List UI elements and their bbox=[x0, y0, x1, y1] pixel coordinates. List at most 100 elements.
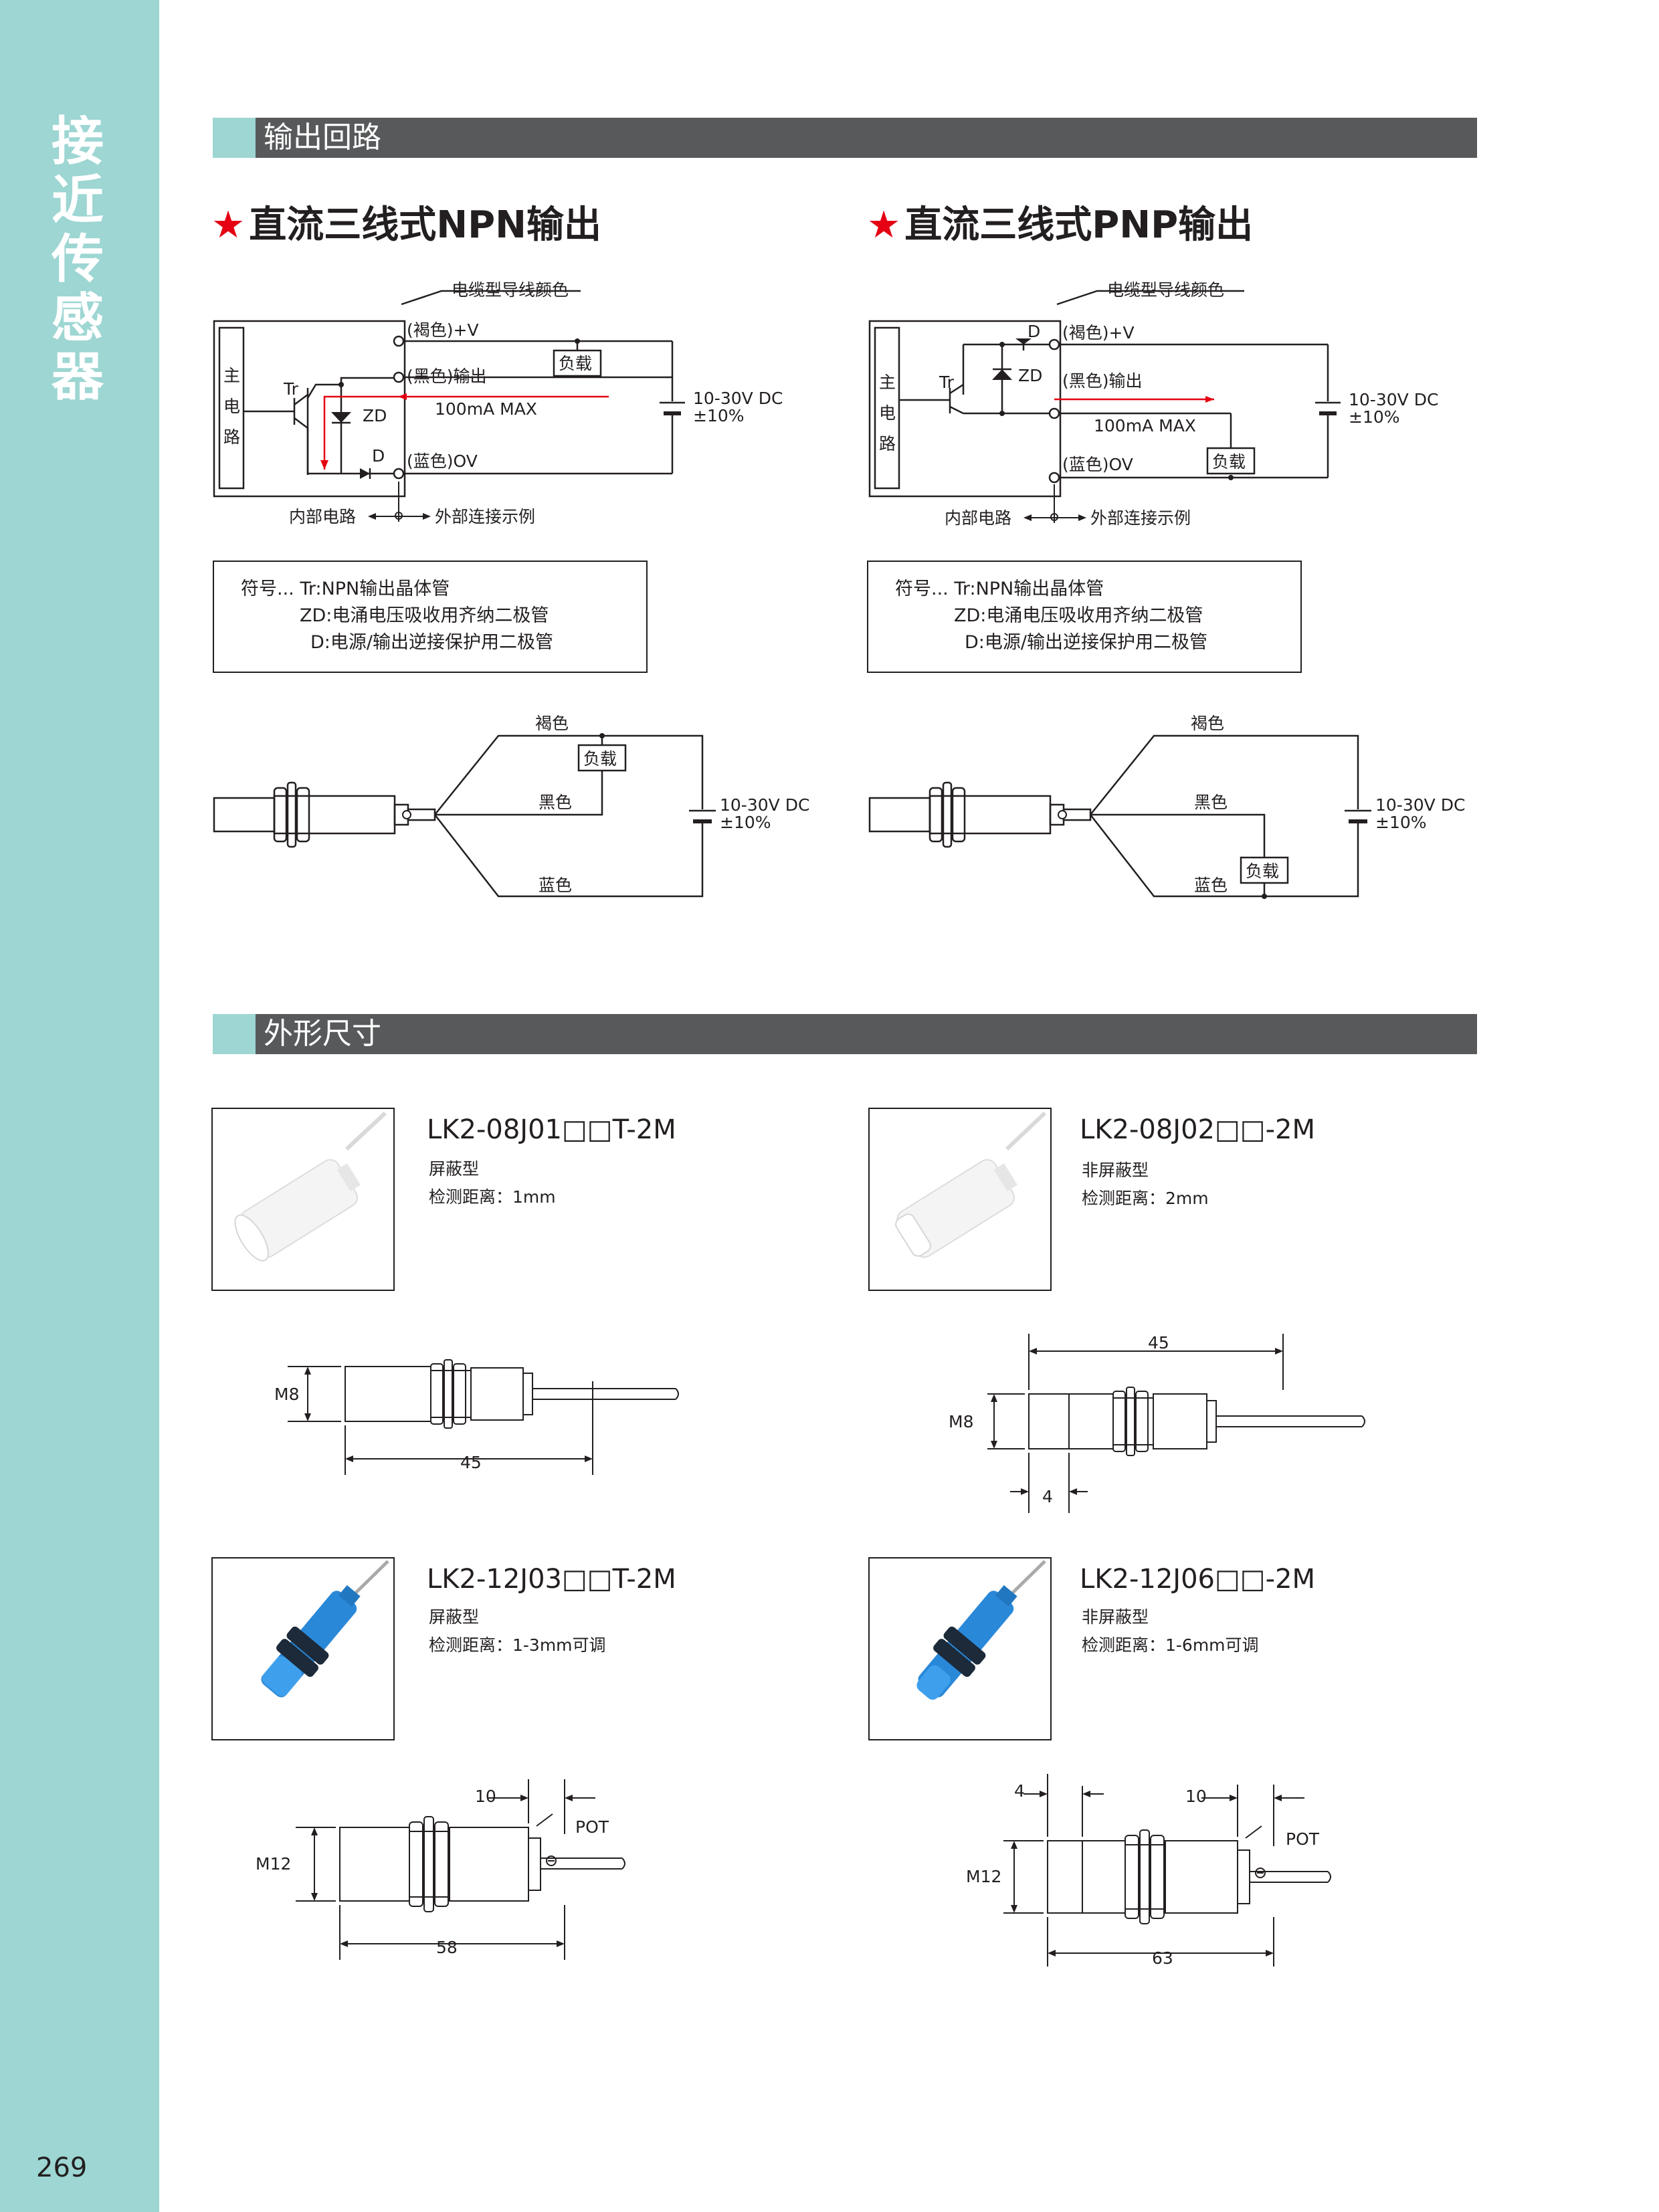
wire-color-caption: 电缆型导线颜色 bbox=[1107, 281, 1224, 300]
wire-tolerance-label: ±10% bbox=[720, 813, 771, 832]
wire-voltage-label: 10-30V DC bbox=[1375, 795, 1465, 815]
npn-heading-text: 直流三线式NPN输出 bbox=[249, 203, 601, 247]
sensor-blue-image bbox=[261, 1560, 389, 1698]
wire-voltage-label: 10-30V DC bbox=[720, 795, 809, 815]
legend-line: ZD:电涌电压吸收用齐纳二极管 bbox=[954, 605, 1203, 626]
label-main-circuit: 电 bbox=[879, 403, 896, 423]
section-bar-dimensions: 外形尺寸 bbox=[213, 1014, 1477, 1054]
wire-blue-label: 蓝色 bbox=[1194, 876, 1228, 895]
legend-line: ZD:电涌电压吸收用齐纳二极管 bbox=[300, 605, 549, 626]
label-main-circuit: 主 bbox=[879, 373, 896, 392]
label-d: D bbox=[372, 446, 385, 466]
npn-legend-box: 符号... Tr:NPN输出晶体管 ZD:电涌电压吸收用齐纳二极管 D:电源/输… bbox=[213, 561, 648, 673]
wire-blue-label: 蓝色 bbox=[539, 876, 572, 895]
label-blue-0v: (蓝色)OV bbox=[1062, 455, 1133, 474]
product-model: LK2-12J06□□-2M bbox=[1080, 1564, 1315, 1595]
label-black-out: (黑色)输出 bbox=[407, 367, 487, 386]
label-black-out: (黑色)输出 bbox=[1062, 371, 1143, 391]
label-main-circuit: 主 bbox=[223, 366, 240, 385]
pnp-heading: ★直流三线式PNP输出 bbox=[867, 202, 1253, 249]
product-range: 检测距离：1-3mm可调 bbox=[429, 1635, 606, 1655]
sidebar-title-char: 接 bbox=[51, 112, 104, 172]
label-main-circuit: 电 bbox=[223, 397, 240, 416]
section-accent bbox=[213, 118, 256, 158]
product-photo bbox=[211, 1557, 395, 1740]
wire-load-label: 负载 bbox=[1246, 862, 1279, 881]
product-photo bbox=[211, 1108, 395, 1291]
label-tr: Tr bbox=[283, 379, 299, 399]
dim-label: M12 bbox=[966, 1867, 1001, 1886]
npn-schematic: 电缆型导线颜色 (褐色)+V (黑色)输出 (蓝色)OV 负载 100mA MA… bbox=[213, 281, 783, 526]
label-current: 100mA MAX bbox=[1094, 416, 1196, 435]
product-range: 检测距离：1mm bbox=[429, 1187, 556, 1207]
pnp-heading-text: 直流三线式PNP输出 bbox=[904, 203, 1254, 247]
sidebar-title-char: 器 bbox=[51, 347, 104, 407]
sidebar-title-char: 感 bbox=[51, 288, 104, 348]
product-type: 屏蔽型 bbox=[429, 1607, 480, 1627]
dim-label: 45 bbox=[1148, 1333, 1169, 1352]
legend-line: D:电源/输出逆接保护用二极管 bbox=[310, 632, 553, 653]
label-voltage: 10-30V DC bbox=[1349, 390, 1438, 409]
wire-load-label: 负载 bbox=[583, 749, 617, 769]
dim-label: 58 bbox=[436, 1938, 458, 1957]
dim-label: M8 bbox=[274, 1385, 299, 1404]
label-current: 100mA MAX bbox=[435, 399, 537, 419]
section-title: 外形尺寸 bbox=[264, 1017, 381, 1051]
label-zd: ZD bbox=[1018, 366, 1042, 385]
product-range: 检测距离：2mm bbox=[1082, 1189, 1209, 1208]
dim-label: POT bbox=[575, 1817, 609, 1837]
sidebar: 接 近 传 感 器 bbox=[0, 0, 159, 2212]
label-d: D bbox=[1028, 322, 1040, 341]
dim-label: 4 bbox=[1014, 1781, 1025, 1801]
dim-label: 45 bbox=[460, 1453, 482, 1472]
product-photo bbox=[868, 1108, 1052, 1291]
dim-label: M12 bbox=[256, 1854, 291, 1874]
sidebar-title: 接 近 传 感 器 bbox=[51, 112, 104, 407]
label-tolerance: ±10% bbox=[693, 406, 745, 425]
product-type: 非屏蔽型 bbox=[1082, 1161, 1149, 1180]
label-tolerance: ±10% bbox=[1349, 407, 1400, 427]
label-main-circuit: 路 bbox=[879, 434, 896, 454]
wire-tolerance-label: ±10% bbox=[1375, 813, 1427, 832]
label-load: 负载 bbox=[559, 354, 592, 373]
section-title: 输出回路 bbox=[264, 120, 381, 155]
dimension-drawing-1: M8 45 bbox=[274, 1359, 679, 1475]
dim-label: 63 bbox=[1152, 1948, 1173, 1968]
sensor-blue-image bbox=[916, 1560, 1046, 1700]
pnp-wiring-diagram: 褐色 负载 黑色 蓝色 10-30V DC ±10% bbox=[868, 714, 1465, 899]
label-internal: 内部电路 bbox=[945, 508, 1011, 528]
sensor-white-image bbox=[895, 1111, 1047, 1258]
section-accent bbox=[213, 1014, 256, 1054]
product-photo bbox=[868, 1557, 1052, 1740]
sidebar-title-char: 近 bbox=[51, 171, 104, 231]
dim-label: M8 bbox=[949, 1412, 973, 1431]
sensor-white-image bbox=[234, 1111, 387, 1262]
product-model: LK2-08J02□□-2M bbox=[1080, 1114, 1315, 1145]
npn-wiring-diagram: 褐色 负载 黑色 蓝色 10-30V DC ±10% bbox=[213, 714, 809, 898]
label-internal: 内部电路 bbox=[289, 507, 356, 526]
sidebar-title-char: 传 bbox=[51, 229, 104, 290]
dim-label: 10 bbox=[1185, 1787, 1207, 1806]
dim-label: POT bbox=[1286, 1829, 1320, 1849]
label-voltage: 10-30V DC bbox=[693, 389, 783, 408]
label-load: 负载 bbox=[1212, 452, 1246, 472]
product-type: 非屏蔽型 bbox=[1082, 1607, 1149, 1627]
product-range: 检测距离：1-6mm可调 bbox=[1082, 1635, 1259, 1655]
product-model: LK2-12J03□□T-2M bbox=[427, 1564, 676, 1595]
legend-line: 符号... Tr:NPN输出晶体管 bbox=[895, 579, 1104, 599]
npn-heading: ★直流三线式NPN输出 bbox=[211, 202, 601, 249]
label-external: 外部连接示例 bbox=[1090, 508, 1191, 528]
pnp-schematic: 电缆型导线颜色 (褐色)+V (黑色)输出 (蓝色)OV 负载 100mA MA… bbox=[868, 281, 1438, 528]
label-tr: Tr bbox=[939, 373, 955, 392]
wire-black-label: 黑色 bbox=[539, 793, 572, 812]
label-zd: ZD bbox=[363, 406, 387, 425]
section-bar-output: 输出回路 bbox=[213, 118, 1477, 158]
wire-brown-label: 褐色 bbox=[1191, 714, 1224, 733]
wire-black-label: 黑色 bbox=[1194, 793, 1228, 812]
dimension-drawing-3: 10 POT M12 58 bbox=[256, 1779, 625, 1960]
product-type: 屏蔽型 bbox=[429, 1159, 480, 1179]
dim-label: 4 bbox=[1042, 1487, 1053, 1506]
label-main-circuit: 路 bbox=[223, 427, 240, 447]
product-model: LK2-08J01□□T-2M bbox=[427, 1114, 676, 1145]
star-icon: ★ bbox=[867, 203, 901, 247]
